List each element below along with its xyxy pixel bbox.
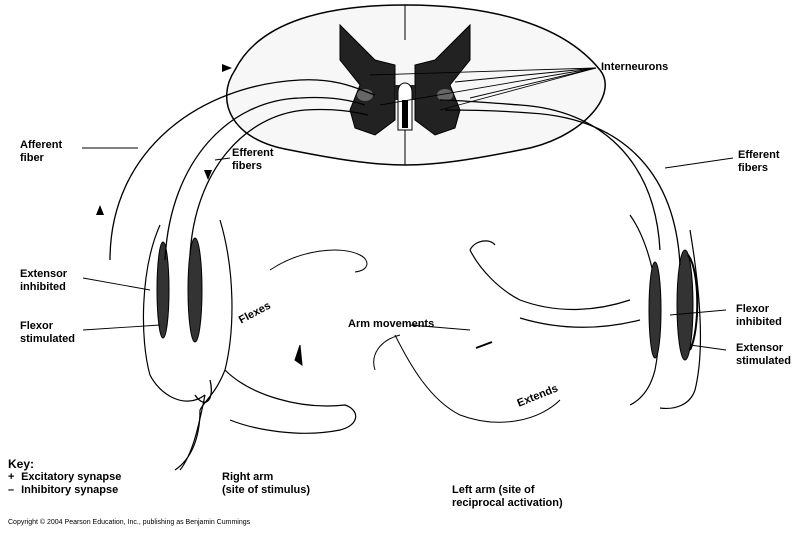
arrow-down-icon — [204, 170, 212, 180]
left-arm-line1: Left arm (site of — [452, 484, 563, 497]
extensor-inhibited-line2: inhibited — [20, 281, 67, 294]
extensor-stimulated-label: Extensor stimulated — [736, 342, 791, 368]
flexor-inhibited-label: Flexor inhibited — [736, 303, 782, 329]
interneurons-label: Interneurons — [601, 61, 668, 74]
right-arm-line2: (site of stimulus) — [222, 484, 310, 497]
key-item-text: Inhibitory synapse — [21, 484, 118, 496]
key-item-inhibitory: – Inhibitory synapse — [8, 484, 121, 497]
extensor-inhibited-line1: Extensor — [20, 268, 67, 281]
arrow-right-icon — [222, 64, 232, 72]
efferent-fibers-right-label: Efferent fibers — [738, 149, 780, 175]
key-item-excitatory: + Excitatory synapse — [8, 471, 121, 484]
efferent-fibers-right-line1: Efferent — [738, 149, 780, 162]
direction-arrows — [96, 64, 232, 215]
left-arm-outline — [470, 215, 700, 408]
right-arm-outline — [143, 220, 355, 470]
extensor-stimulated-line1: Extensor — [736, 342, 791, 355]
minus-icon: – — [8, 484, 18, 497]
torso-sketch — [270, 250, 560, 422]
flexor-inhibited-line2: inhibited — [736, 316, 782, 329]
key-box: Key: + Excitatory synapse – Inhibitory s… — [8, 458, 121, 497]
key-item-text: Excitatory synapse — [21, 471, 121, 483]
left-arm-muscles — [649, 250, 697, 360]
flexor-stimulated-label: Flexor stimulated — [20, 320, 75, 346]
right-arm-muscles — [157, 238, 202, 342]
key-title: Key: — [8, 458, 121, 471]
right-arm-label: Right arm (site of stimulus) — [222, 471, 310, 497]
efferent-fibers-left-line1: Efferent — [232, 147, 274, 160]
left-arm-line2: reciprocal activation) — [452, 497, 563, 510]
afferent-fiber-line1: Afferent — [20, 139, 62, 152]
arm-movements-label: Arm movements — [348, 318, 434, 331]
copyright-text: Copyright © 2004 Pearson Education, Inc.… — [8, 519, 250, 527]
afferent-fiber-line2: fiber — [20, 152, 62, 165]
flexor-stimulated-line1: Flexor — [20, 320, 75, 333]
left-arm-label: Left arm (site of reciprocal activation) — [452, 484, 563, 510]
plus-icon: + — [8, 471, 18, 484]
arrow-up-icon — [96, 205, 104, 215]
extensor-stimulated-line2: stimulated — [736, 355, 791, 368]
right-arm-line1: Right arm — [222, 471, 310, 484]
flexor-stimulated-line2: stimulated — [20, 333, 75, 346]
extensor-inhibited-label: Extensor inhibited — [20, 268, 67, 294]
efferent-fibers-right-line2: fibers — [738, 162, 780, 175]
efferent-fibers-left-label: Efferent fibers — [232, 147, 274, 173]
afferent-fiber-label: Afferent fiber — [20, 139, 62, 165]
flexor-inhibited-line1: Flexor — [736, 303, 782, 316]
efferent-fibers-left-line2: fibers — [232, 160, 274, 173]
